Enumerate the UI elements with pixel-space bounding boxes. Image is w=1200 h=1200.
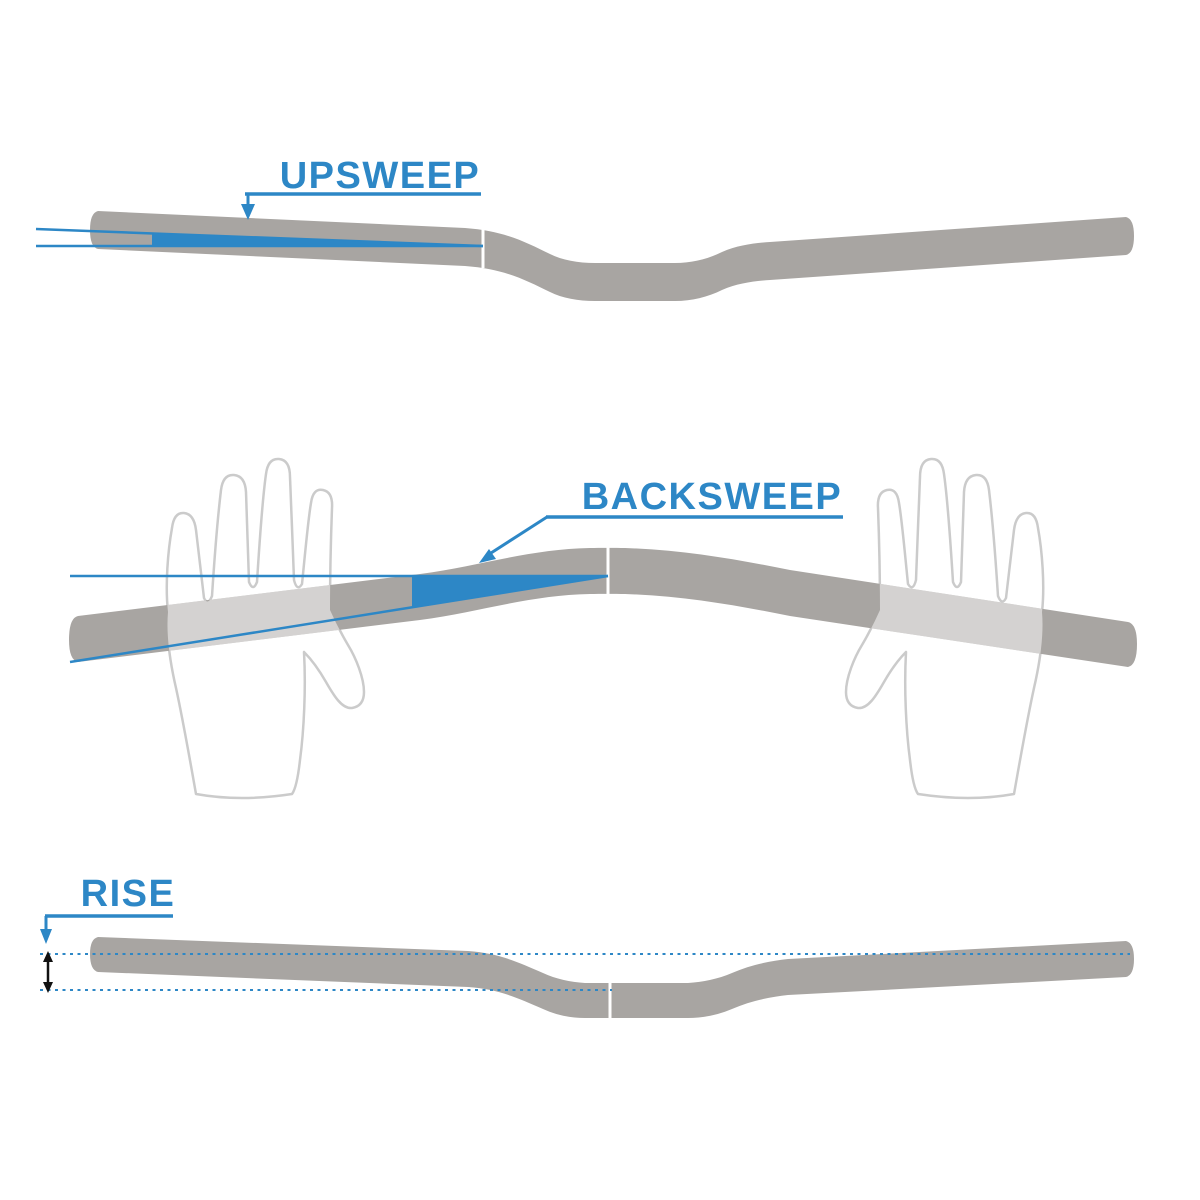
handlebar-rear-view (90, 937, 1134, 1018)
handlebar-front-view (90, 211, 1134, 301)
rise-pointer-arrowhead-icon (40, 929, 52, 944)
upsweep-label: UPSWEEP (280, 155, 481, 197)
backsweep-pointer-shaft (490, 515, 548, 555)
backsweep-label: BACKSWEEP (582, 476, 843, 518)
backsweep-angle-wedge (412, 576, 608, 608)
upsweep-pointer-arrowhead-icon (241, 204, 255, 220)
upsweep-angle-wedge (152, 233, 483, 246)
upsweep-axis-line (35, 227, 484, 248)
rise-extent-arrow-up-head-icon (43, 951, 53, 962)
backsweep-section: BACKSWEEP (69, 457, 1137, 800)
rise-extent-arrow-down-head-icon (43, 982, 53, 993)
backsweep-pointer-arrowhead-icon (479, 549, 496, 563)
rise-label: RISE (81, 873, 176, 915)
rise-section: RISE (40, 873, 1134, 1020)
upsweep-section: UPSWEEP (35, 155, 1134, 301)
